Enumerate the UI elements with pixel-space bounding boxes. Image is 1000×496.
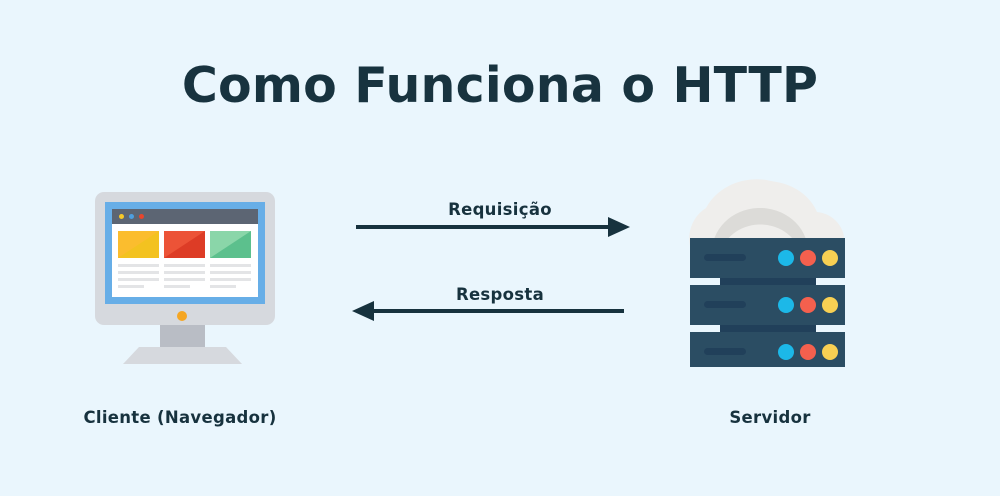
status-light-yellow-icon: [822, 297, 838, 313]
monitor-stand-base: [123, 347, 242, 364]
caption-client: Cliente (Navegador): [83, 408, 277, 427]
card-text-lines: [164, 264, 205, 288]
client-node: [85, 185, 280, 370]
server-rack-2: [690, 285, 845, 325]
browser-title-bar: [112, 209, 258, 224]
card-thumbnail-icon: [118, 231, 159, 258]
arrow-label-response: Resposta: [455, 285, 545, 304]
browser-content-cards: [118, 231, 252, 293]
monitor-stand-neck: [160, 325, 205, 347]
server-rack-3: [690, 332, 845, 367]
rack-connector-1: [720, 278, 816, 285]
card-thumbnail-icon: [164, 231, 205, 258]
browser-window: [112, 209, 258, 297]
content-card-green: [210, 231, 251, 292]
arrows-group: [352, 217, 630, 321]
card-text-lines: [210, 264, 251, 288]
card-text-lines: [118, 264, 159, 288]
browser-dot-yellow-icon: [119, 214, 124, 219]
monitor-power-light-icon: [177, 311, 187, 321]
server-rack-1: [690, 238, 845, 278]
cloud-server-icon: [689, 179, 845, 367]
status-light-yellow-icon: [822, 344, 838, 360]
browser-dot-blue-icon: [129, 214, 134, 219]
status-light-cyan-icon: [778, 344, 794, 360]
status-light-yellow-icon: [822, 250, 838, 266]
status-light-cyan-icon: [778, 250, 794, 266]
arrow-response-icon: [352, 301, 624, 321]
card-thumbnail-icon: [210, 231, 251, 258]
rack-connector-2: [720, 325, 816, 332]
arrow-request-icon: [356, 217, 630, 237]
caption-server: Servidor: [729, 408, 811, 427]
content-card-yellow: [118, 231, 159, 292]
browser-dot-red-icon: [139, 214, 144, 219]
page-title: Como Funciona o HTTP: [181, 57, 819, 114]
server-node: [668, 162, 868, 367]
status-light-red-icon: [800, 344, 816, 360]
status-light-red-icon: [800, 250, 816, 266]
status-light-cyan-icon: [778, 297, 794, 313]
arrow-label-request: Requisição: [448, 200, 552, 219]
status-light-red-icon: [800, 297, 816, 313]
content-card-red: [164, 231, 205, 292]
